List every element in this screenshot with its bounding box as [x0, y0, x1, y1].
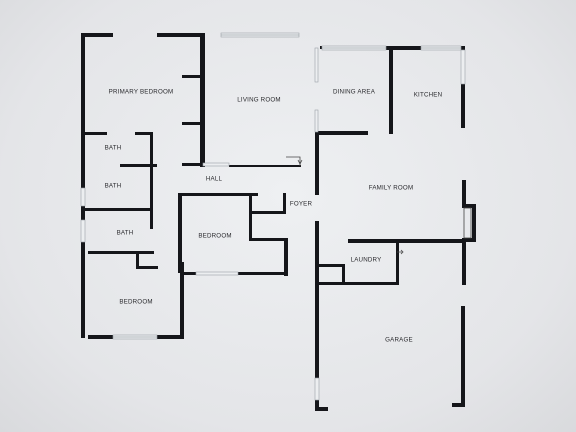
room-label-hall: HALL	[205, 175, 223, 183]
room-label-living-room: LIVING ROOM	[237, 96, 281, 104]
room-label-bedroom-2: BEDROOM	[119, 298, 153, 306]
room-label-family-room: FAMILY ROOM	[368, 184, 414, 192]
windows	[80, 32, 466, 401]
room-label-foyer: FOYER	[289, 200, 313, 208]
room-label-primary-bedroom: PRIMARY BEDROOM	[108, 88, 174, 96]
door-details	[286, 156, 472, 255]
room-label-kitchen: KITCHEN	[413, 91, 443, 99]
room-label-bath-2: BATH	[104, 182, 122, 190]
room-label-laundry: LAUNDRY	[350, 256, 382, 264]
room-label-bath-3: BATH	[116, 229, 134, 237]
room-label-dining-area: DINING AREA	[332, 88, 376, 96]
room-label-garage: GARAGE	[385, 336, 413, 344]
room-label-bedroom-1: BEDROOM	[198, 232, 232, 240]
room-label-bath-1: BATH	[104, 144, 122, 152]
